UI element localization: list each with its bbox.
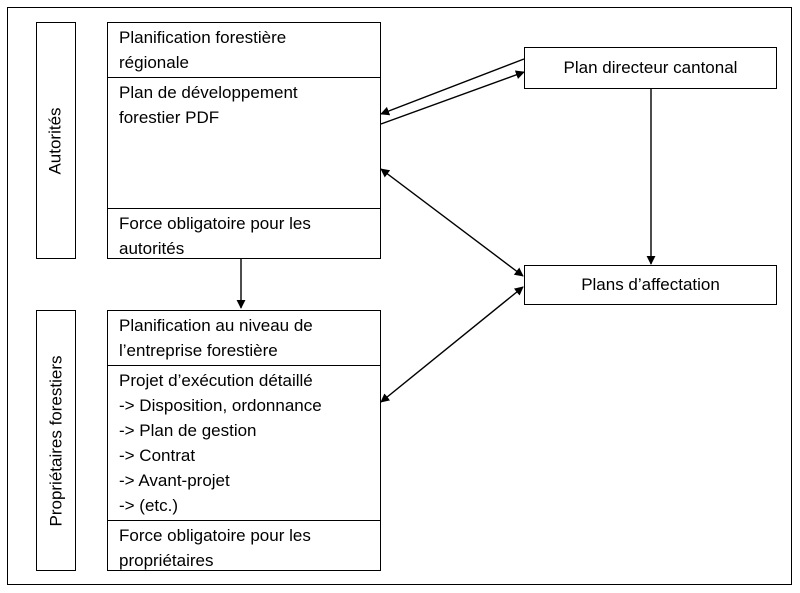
owners-binding-section: Force obligatoire pour les propriétaires [108, 520, 380, 570]
plan-directeur-label: Plan directeur cantonal [563, 58, 738, 77]
regional-planning-section: Planification forestière régionale [108, 23, 380, 77]
enterprise-planning-section: Planification au niveau de l’entreprise … [108, 311, 380, 365]
pdf-line-1: Plan de développement [119, 83, 298, 102]
authorities-label: Autorités [46, 106, 65, 175]
plans-affectation-label: Plans d’affectation [581, 275, 720, 294]
project-line-3: -> Plan de gestion [119, 421, 257, 440]
project-line-6: -> (etc.) [119, 496, 179, 515]
pdf-section: Plan de développement forestier PDF [108, 77, 380, 208]
owners-binding-line-1: Force obligatoire pour les [119, 526, 311, 545]
authorities-binding-section: Force obligatoire pour les autorités [108, 208, 380, 258]
owners-binding-line-2: propriétaires [119, 551, 214, 570]
enterprise-planning-box: Planification au niveau de l’entreprise … [107, 310, 381, 571]
pdf-line-2: forestier PDF [119, 108, 220, 127]
regional-line-1: Planification forestière [119, 28, 287, 47]
enterprise-line-1: Planification au niveau de [119, 316, 313, 335]
owners-label: Propriétaires forestiers [46, 354, 66, 527]
authorities-label-box: Autorités [36, 22, 76, 259]
enterprise-line-2: l’entreprise forestière [119, 341, 278, 360]
plans-affectation-box: Plans d’affectation [524, 265, 777, 305]
owners-label-box: Propriétaires forestiers [36, 310, 76, 571]
plan-directeur-box: Plan directeur cantonal [524, 47, 777, 89]
diagram-frame [7, 7, 792, 585]
detailed-project-section: Projet d’exécution détaillé -> Dispositi… [108, 365, 380, 520]
authorities-binding-line-1: Force obligatoire pour les [119, 214, 311, 233]
project-line-2: -> Disposition, ordonnance [119, 396, 322, 415]
regional-planning-box: Planification forestière régionale Plan … [107, 22, 381, 259]
project-line-5: -> Avant-projet [119, 471, 230, 490]
regional-line-2: régionale [119, 53, 189, 72]
project-line-1: Projet d’exécution détaillé [119, 371, 313, 390]
authorities-binding-line-2: autorités [119, 239, 185, 258]
project-line-4: -> Contrat [119, 446, 196, 465]
